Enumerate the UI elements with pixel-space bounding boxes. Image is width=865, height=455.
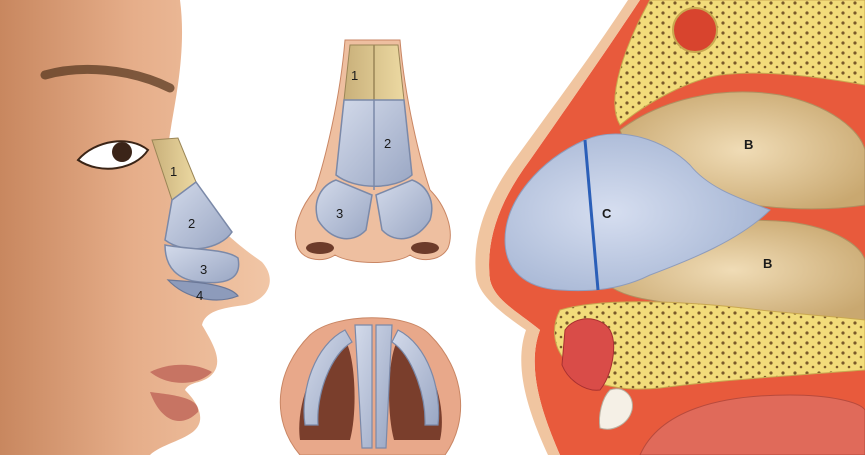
section-label-b-upper: B: [744, 137, 753, 152]
section-label-b-lower: B: [763, 256, 772, 271]
front-label-2: 2: [384, 136, 391, 151]
profile-label-2: 2: [188, 216, 195, 231]
iris: [112, 142, 132, 162]
sagittal-section-panel: B B C: [475, 0, 865, 455]
profile-label-3: 3: [200, 262, 207, 277]
front-label-1: 1: [351, 68, 358, 83]
face-profile-panel: 1 2 3 4: [0, 0, 270, 455]
front-view-panel: 1 2 3: [295, 40, 450, 263]
section-label-c: C: [602, 206, 612, 221]
profile-label-4: 4: [196, 288, 203, 303]
front-right-nostril: [411, 242, 439, 254]
basal-view-panel: [280, 318, 460, 455]
section-frontal-sinus: [673, 8, 717, 52]
profile-label-1: 1: [170, 164, 177, 179]
front-label-3: 3: [336, 206, 343, 221]
front-left-nostril: [306, 242, 334, 254]
